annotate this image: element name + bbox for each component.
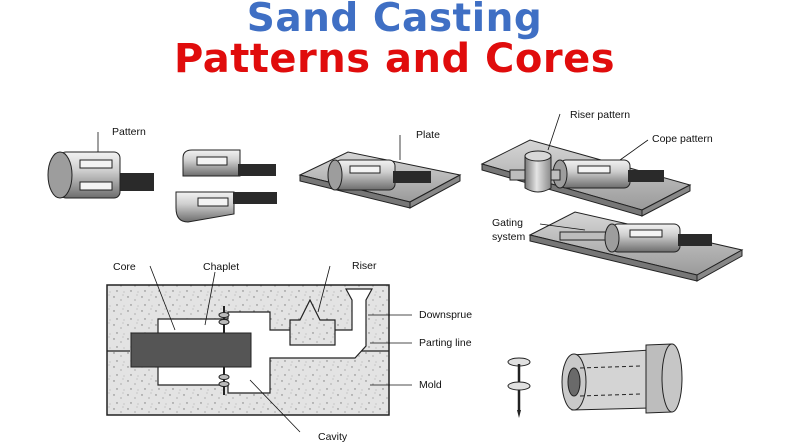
mold-cross-section: [106, 284, 390, 416]
chaplet-leader: [204, 271, 216, 326]
drag-plate: [528, 211, 744, 282]
riser-pattern-label: Riser pattern: [570, 109, 630, 121]
mold-label: Mold: [419, 379, 442, 391]
core-leader: [149, 265, 176, 331]
core-label: Core: [113, 261, 136, 273]
title-line-2: Patterns and Cores: [173, 36, 616, 82]
riser-label: Riser: [352, 260, 377, 272]
cavity-label: Cavity: [318, 431, 348, 443]
match-plate: [298, 151, 462, 209]
core-piece-illustration: [561, 343, 683, 414]
cope-plate: [480, 139, 692, 217]
riser-leader: [317, 265, 331, 313]
gating-leader: [539, 223, 586, 231]
pattern-solid: [47, 151, 154, 199]
gating-label-1: Gating: [492, 217, 523, 229]
chaplet-label: Chaplet: [203, 261, 239, 273]
cope-pattern-leader: [619, 139, 649, 161]
cavity-leader: [249, 379, 301, 433]
cope-pattern-label: Cope pattern: [652, 133, 713, 145]
plate-label: Plate: [416, 129, 440, 141]
parting-line-label: Parting line: [419, 337, 472, 349]
split-pattern: [175, 149, 277, 223]
downsprue-label: Downsprue: [419, 309, 472, 321]
riser-pattern-leader: [547, 113, 561, 151]
gating-label-2: system: [492, 231, 526, 243]
chaplet-illustration: [507, 357, 531, 418]
pattern-label: Pattern: [112, 126, 146, 138]
title-line-1: Sand Casting: [246, 0, 543, 41]
